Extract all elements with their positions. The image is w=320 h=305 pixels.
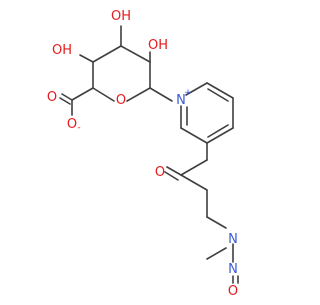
pyridinium-charge-label: +: [184, 88, 192, 98]
structure-canvas: OH OH OH O O - O N + O N N O: [47, 9, 239, 299]
bond-carboxyl-o-double-b: [59, 97, 71, 105]
bond-ch2-ch2-2: [206, 216, 227, 229]
bond-ringo-c6: [92, 87, 115, 102]
bond-c1-c2: [92, 45, 122, 63]
bond-c4-ringo: [126, 87, 151, 102]
bond-n-c2p: [185, 82, 208, 96]
pyridinium-n-label: N: [176, 93, 186, 108]
amine-n-label: N: [228, 232, 238, 247]
oh-left-label: OH: [52, 43, 72, 58]
bond-carbonyl-o-a: [166, 166, 182, 176]
bond-n-methyl: [206, 247, 227, 260]
bond-c2p-c3p-inner: [207, 88, 229, 102]
bond-c4-n: [149, 87, 173, 102]
molecule-structure: OH OH OH O O - O N + O N N O: [47, 9, 239, 299]
bond-carboxyl-o-double-a: [61, 93, 73, 101]
oh-right-label: OH: [148, 38, 168, 53]
bond-c4p-c5p: [206, 127, 234, 144]
carboxyl-o-minus-label: O: [67, 117, 77, 132]
carboxyl-o-top-label: O: [47, 90, 57, 105]
carboxyl-charge-label: -: [77, 123, 80, 133]
bond-c-ch2-1: [180, 174, 208, 191]
bond-c5p-c6p: [180, 127, 208, 144]
bond-c2-c3: [120, 45, 151, 63]
bond-c1-oh: [79, 54, 94, 63]
bond-carbonyl-c: [180, 159, 208, 176]
nitroso-o-label: O: [228, 284, 238, 299]
ring-oxygen-label: O: [116, 93, 126, 108]
bond-carbonyl-o-b: [164, 171, 179, 181]
bond-c6-carboxyl: [71, 87, 94, 101]
bond-c4p-c5p-inner: [207, 124, 229, 138]
ketone-o-label: O: [155, 165, 165, 180]
bond-c2p-c3p: [206, 82, 234, 99]
nitroso-n-label: N: [228, 262, 238, 277]
oh-top-label: OH: [111, 9, 131, 24]
